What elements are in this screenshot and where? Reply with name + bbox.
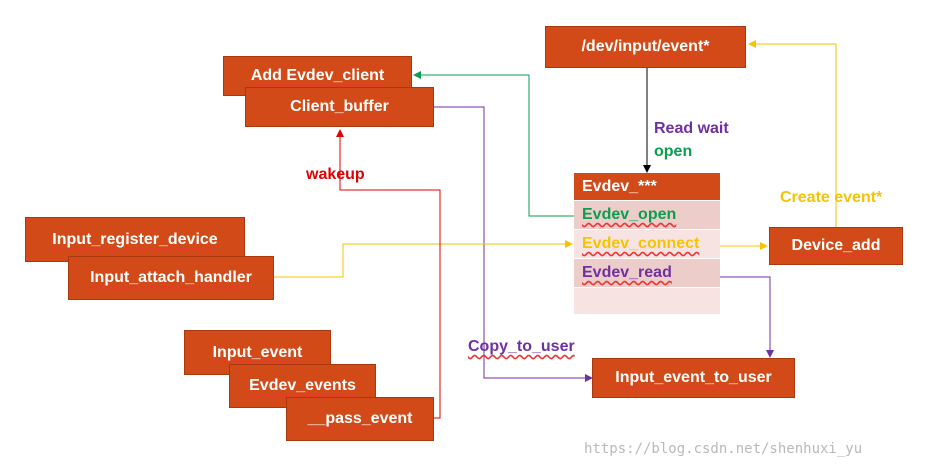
- arrow-read-to-user: [720, 276, 774, 358]
- arrow-pass-to-buffer: [336, 129, 441, 419]
- node-pass-event: __pass_event: [286, 397, 434, 441]
- node-input-attach-handler: Input_attach_handler: [68, 256, 274, 300]
- evdev-table-row-open: Evdev_open: [574, 201, 720, 230]
- arrow-buffer-to-user: [434, 106, 593, 382]
- label-wakeup: wakeup: [306, 166, 365, 183]
- evdev-table-row-read: Evdev_read: [574, 259, 720, 288]
- label-create-event: Create event*: [780, 189, 883, 206]
- label-read-wait: Read wait: [654, 120, 729, 137]
- label-copy-to-user: Copy_to_user: [468, 338, 575, 355]
- evdev-table-row-connect: Evdev_connect: [574, 230, 720, 259]
- arrow-open-to-add-client: [413, 71, 574, 217]
- evdev-table-header: Evdev_***: [574, 173, 720, 201]
- watermark-url: https://blog.csdn.net/shenhuxi_yu: [584, 441, 863, 457]
- node-input-register-device: Input_register_device: [25, 217, 245, 262]
- arrow-device-add-to-dev: [748, 40, 837, 227]
- node-client-buffer: Client_buffer: [245, 87, 434, 127]
- label-open: open: [654, 143, 693, 160]
- node-dev-input-event: /dev/input/event*: [545, 26, 746, 68]
- node-input-event-to-user: Input_event_to_user: [592, 358, 795, 398]
- node-device-add: Device_add: [769, 227, 903, 265]
- evdev-table-row-empty: [574, 288, 720, 315]
- arrow-attach-to-connect: [274, 240, 573, 278]
